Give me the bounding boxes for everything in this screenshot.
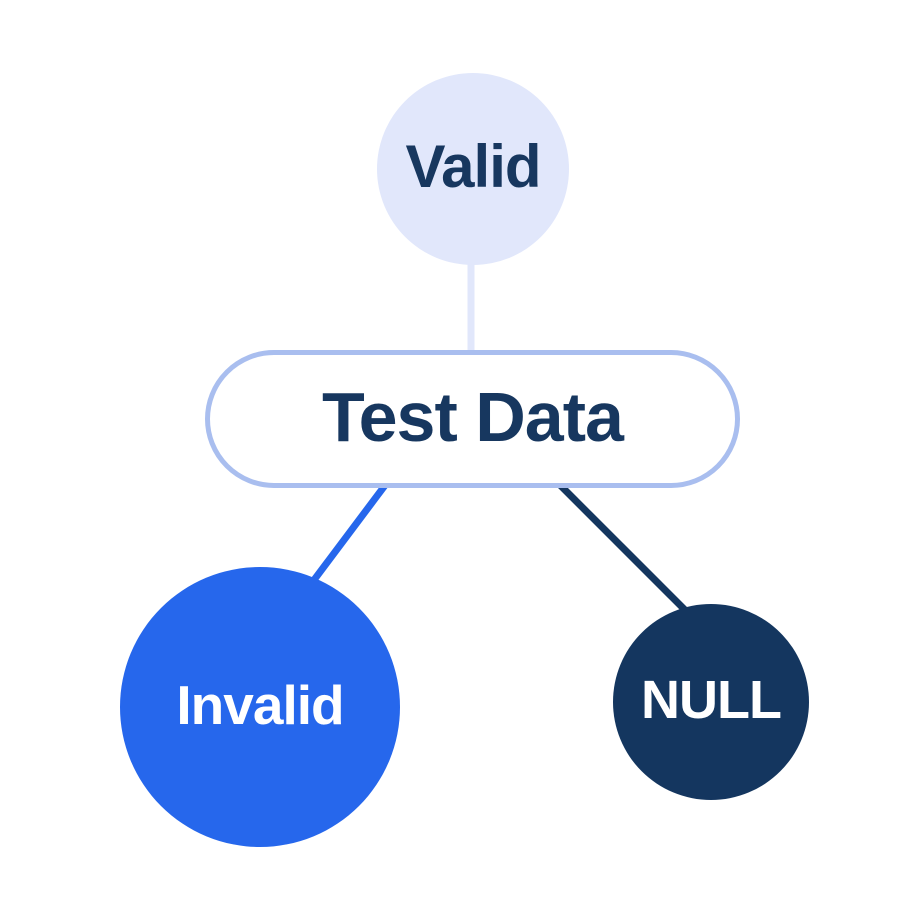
node-null: NULL	[613, 604, 809, 800]
node-valid: Valid	[377, 73, 569, 265]
edge-root-to-null	[550, 475, 690, 615]
node-test-data-label: Test Data	[322, 378, 624, 456]
node-test-data: Test Data	[205, 350, 740, 488]
node-invalid-label: Invalid	[176, 673, 344, 736]
node-valid-label: Valid	[405, 133, 541, 200]
node-invalid: Invalid	[120, 567, 400, 847]
edge-root-to-invalid	[308, 477, 392, 587]
node-null-label: NULL	[641, 670, 782, 730]
